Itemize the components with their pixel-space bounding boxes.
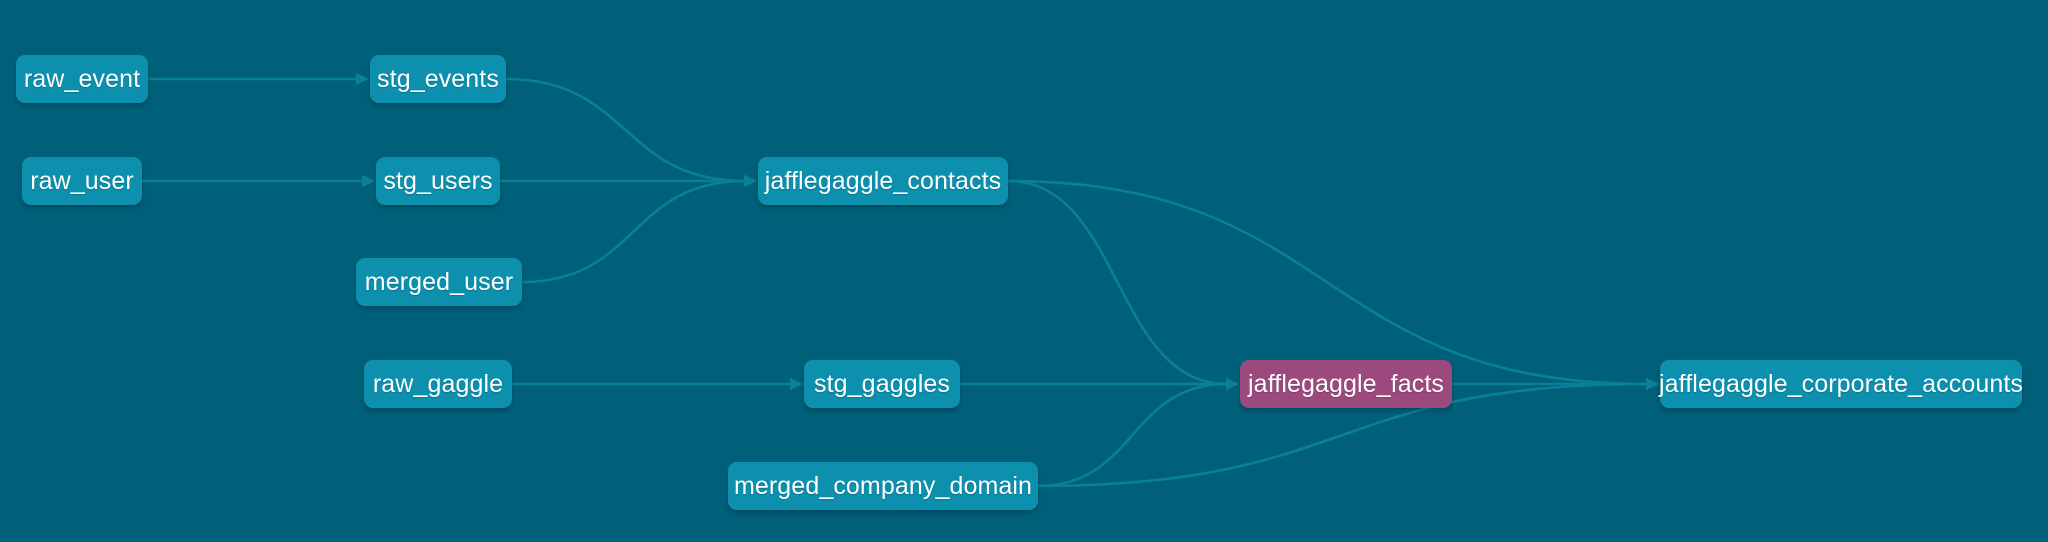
graph-edge-jafflegaggle_contacts-to-jafflegaggle_corporate_accounts <box>1007 179 1648 386</box>
graph-edge-arrow-raw_user-to-stg_users <box>362 174 375 188</box>
graph-node-jafflegaggle_facts[interactable]: jafflegaggle_facts <box>1240 360 1452 408</box>
graph-edge-arrow-raw_event-to-stg_events <box>356 72 369 86</box>
graph-edge-merged_company_domain-to-jafflegaggle_corporate_accounts <box>1037 382 1648 488</box>
graph-edge-merged_user-to-jafflegaggle_contacts <box>521 179 746 284</box>
graph-node-merged_company_domain[interactable]: merged_company_domain <box>728 462 1038 510</box>
graph-edge-merged_company_domain-to-jafflegaggle_facts <box>1037 382 1228 488</box>
graph-node-label: stg_events <box>377 64 499 93</box>
graph-node-label: raw_gaggle <box>372 369 504 398</box>
graph-node-merged_user[interactable]: merged_user <box>356 258 522 306</box>
graph-node-stg_users[interactable]: stg_users <box>376 157 500 205</box>
graph-node-raw_event[interactable]: raw_event <box>16 55 148 103</box>
graph-edge-jafflegaggle_contacts-to-jafflegaggle_facts <box>1007 179 1228 386</box>
graph-node-stg_events[interactable]: stg_events <box>370 55 506 103</box>
graph-node-jafflegaggle_corporate_accounts[interactable]: jafflegaggle_corporate_accounts <box>1659 360 2024 408</box>
graph-node-raw_gaggle[interactable]: raw_gaggle <box>364 360 512 408</box>
graph-node-label: raw_user <box>30 166 134 195</box>
graph-node-label: merged_company_domain <box>733 471 1033 500</box>
graph-node-label: raw_event <box>23 64 141 93</box>
graph-edge-arrow-merged_company_domain-to-jafflegaggle_facts <box>1226 377 1239 391</box>
graph-node-raw_user[interactable]: raw_user <box>22 157 142 205</box>
graph-node-label: jafflegaggle_corporate_accounts <box>1659 369 2024 398</box>
graph-edge-arrow-merged_company_domain-to-jafflegaggle_corporate_accounts <box>1646 377 1659 391</box>
graph-node-stg_gaggles[interactable]: stg_gaggles <box>804 360 960 408</box>
graph-node-label: merged_user <box>364 267 514 296</box>
graph-edge-stg_events-to-jafflegaggle_contacts <box>505 77 746 183</box>
graph-edge-arrow-merged_user-to-jafflegaggle_contacts <box>744 174 757 188</box>
graph-node-label: jafflegaggle_facts <box>1248 369 1444 398</box>
graph-node-label: stg_gaggles <box>814 369 950 398</box>
graph-edge-arrow-raw_gaggle-to-stg_gaggles <box>790 377 803 391</box>
graph-node-label: stg_users <box>383 166 493 195</box>
graph-node-jafflegaggle_contacts[interactable]: jafflegaggle_contacts <box>758 157 1008 205</box>
graph-node-label: jafflegaggle_contacts <box>764 166 1002 195</box>
